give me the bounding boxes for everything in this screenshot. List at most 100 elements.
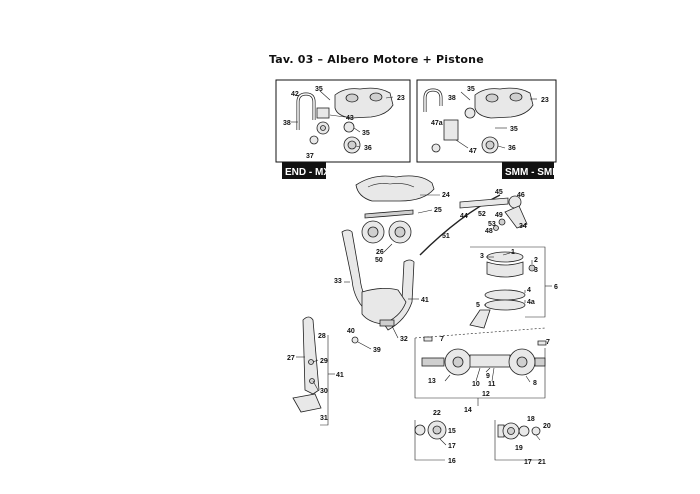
label-23: 23 [541, 97, 549, 104]
pin-53 [493, 225, 499, 231]
fitting-43 [316, 107, 330, 119]
label-40: 40 [347, 328, 355, 335]
inset-end-mx: 35 42 23 38 43 35 36 37 END - MX [275, 79, 411, 179]
label-49: 49 [495, 212, 503, 219]
head-port-left [345, 93, 359, 103]
label-16: 16 [448, 458, 456, 465]
seal-22 [414, 424, 426, 436]
label-26: 26 [376, 249, 384, 256]
label-9: 9 [486, 373, 490, 380]
label-4: 4 [527, 287, 531, 294]
label-41: 41 [421, 297, 429, 304]
pin-29 [308, 359, 314, 365]
variant-tag-right [502, 162, 554, 179]
label-52: 52 [478, 211, 486, 218]
plug-35-right [464, 107, 476, 119]
washer-47 [431, 143, 441, 153]
label-21: 21 [538, 459, 546, 466]
label-10: 10 [472, 381, 480, 388]
label-38: 38 [448, 95, 456, 102]
label-6: 6 [554, 284, 558, 291]
label-42: 42 [291, 91, 299, 98]
cylinder-head-left [334, 87, 394, 119]
label-44: 44 [460, 213, 468, 220]
label-33: 33 [334, 278, 342, 285]
side-bracket [320, 335, 329, 426]
hose-42 [296, 92, 316, 130]
label-23: 23 [397, 95, 405, 102]
label-13: 13 [428, 378, 436, 385]
label-19: 19 [515, 445, 523, 452]
label-36: 36 [364, 145, 372, 152]
tensioner-bolt-32 [379, 319, 395, 327]
label-15: 15 [448, 428, 456, 435]
piston-ring-5 [484, 299, 526, 311]
label-36: 36 [508, 145, 516, 152]
lever-46 [504, 205, 528, 229]
variant-tag-left [282, 162, 326, 179]
pin-49 [498, 218, 506, 226]
label-3: 3 [534, 267, 538, 274]
label-8: 8 [533, 380, 537, 387]
label-47: 47 [469, 148, 477, 155]
nut-20 [531, 426, 541, 436]
washer-40 [351, 336, 359, 344]
label-41: 41 [336, 372, 344, 379]
key-7-right [537, 340, 547, 346]
label-18: 18 [527, 416, 535, 423]
label-37: 37 [306, 153, 314, 160]
label-34: 34 [519, 223, 527, 230]
label-46: 46 [517, 192, 525, 199]
label-28: 28 [318, 333, 326, 340]
piston-group: 3 1 2 3 4 6 5 4a [470, 246, 558, 318]
label-3: 3 [480, 253, 484, 260]
label-25: 25 [434, 207, 442, 214]
label-50: 50 [375, 257, 383, 264]
label-14: 14 [464, 407, 472, 414]
label-53: 53 [488, 221, 496, 228]
chain-25 [364, 209, 414, 219]
label-35: 35 [315, 86, 323, 93]
shaft-end-left [421, 357, 445, 367]
label-51: 51 [442, 233, 450, 240]
crankshaft-assembly: 13 10 9 11 8 12 14 7 7 [414, 309, 550, 414]
piston-bracket [470, 246, 546, 318]
decompressor-assembly: 45 46 52 44 49 53 48 34 [459, 189, 528, 235]
label-38: 38 [283, 120, 291, 127]
piston-crown [486, 261, 524, 278]
label-35: 35 [362, 130, 370, 137]
crankshaft-bracket [414, 338, 546, 399]
label-20: 20 [543, 423, 551, 430]
label-11: 11 [488, 381, 496, 388]
head-port-left-2 [369, 92, 383, 102]
label-35: 35 [510, 126, 518, 133]
washer-37 [309, 135, 319, 145]
shaft-end-right [534, 357, 546, 367]
circlip-3 [528, 264, 536, 272]
label-47a: 47a [431, 120, 443, 127]
inset-frame-right [416, 79, 557, 163]
label-5: 5 [476, 302, 480, 309]
inset-frame-left [275, 79, 411, 163]
pin-30 [309, 378, 315, 384]
label-29: 29 [320, 358, 328, 365]
label-35: 35 [467, 86, 475, 93]
crank-pin-10 [469, 354, 511, 368]
bracket-31 [292, 393, 322, 413]
label-7: 7 [440, 336, 444, 343]
bearings-left: 22 15 17 16 [414, 410, 456, 465]
label-22: 22 [433, 410, 441, 417]
conrod [469, 309, 491, 329]
label-45: 45 [495, 189, 503, 196]
shaft-44 [459, 197, 509, 209]
inset-smm-smr: 35 38 23 47a 35 36 47 SMM - SMR [416, 79, 560, 179]
label-30: 30 [320, 388, 328, 395]
label-32: 32 [400, 336, 408, 343]
side-guide-assembly: 27 28 29 30 41 31 [287, 316, 344, 426]
label-17: 17 [448, 443, 456, 450]
hose-right [423, 88, 443, 112]
variant-tag-left-text: END - MX [285, 167, 330, 178]
bearings-right: 18 20 19 17 21 [494, 416, 551, 466]
